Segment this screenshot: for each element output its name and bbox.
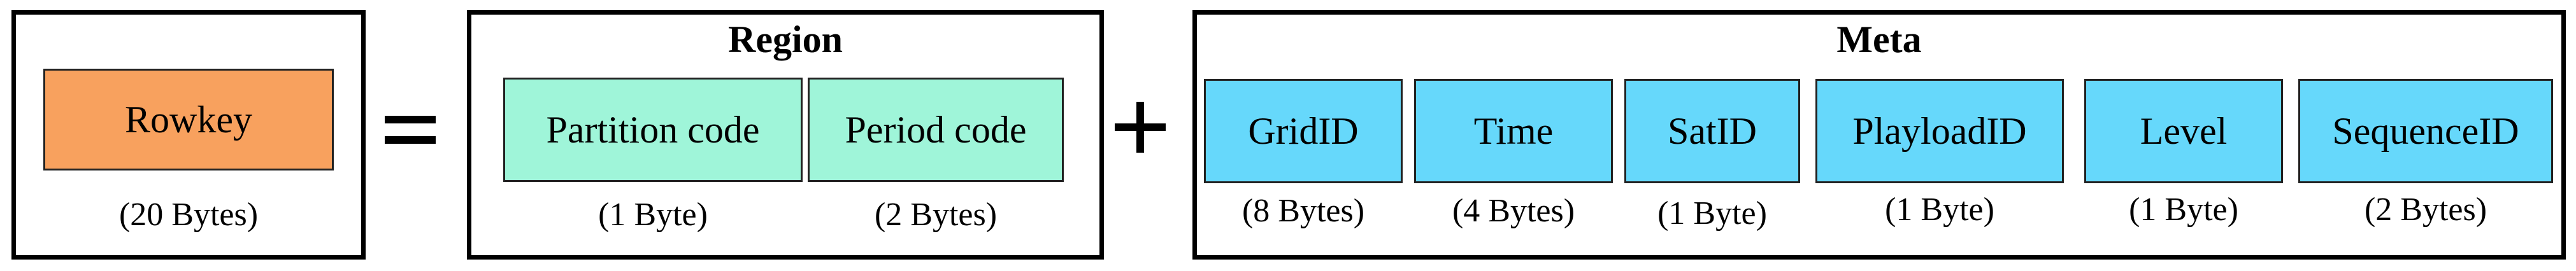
meta-title: Meta: [1836, 18, 1922, 60]
gridid-label: GridID: [1248, 109, 1359, 152]
sequenceid-box: SequenceID: [2298, 79, 2553, 183]
rowkey-label: Rowkey: [125, 98, 252, 141]
level-label: Level: [2140, 109, 2228, 152]
sequenceid-label: SequenceID: [2332, 109, 2519, 152]
period-code-label: Period code: [845, 108, 1027, 151]
playloadid-size: (1 Byte): [1885, 191, 1994, 228]
partition-code-box: Partition code: [503, 78, 803, 182]
time-box: Time: [1414, 79, 1613, 183]
partition-code-size: (1 Byte): [598, 197, 708, 233]
satid-label: SatID: [1668, 109, 1757, 152]
period-code-box: Period code: [808, 78, 1064, 182]
time-size: (4 Bytes): [1452, 193, 1575, 229]
sequenceid-size: (2 Bytes): [2364, 191, 2487, 228]
level-box: Level: [2084, 79, 2283, 183]
rowkey-size: (20 Bytes): [118, 197, 259, 233]
gridid-size: (8 Bytes): [1241, 193, 1365, 229]
playloadid-label: PlayloadID: [1852, 109, 2027, 152]
satid-size: (1 Byte): [1657, 195, 1767, 232]
playloadid-box: PlayloadID: [1815, 79, 2064, 183]
period-code-size: (2 Bytes): [874, 197, 998, 233]
partition-code-label: Partition code: [546, 108, 760, 151]
region-title: Region: [728, 18, 843, 60]
gridid-box: GridID: [1204, 79, 1403, 183]
satid-box: SatID: [1624, 79, 1800, 183]
time-label: Time: [1473, 109, 1554, 152]
level-size: (1 Byte): [2129, 191, 2238, 228]
rowkey-box: Rowkey: [43, 69, 334, 170]
